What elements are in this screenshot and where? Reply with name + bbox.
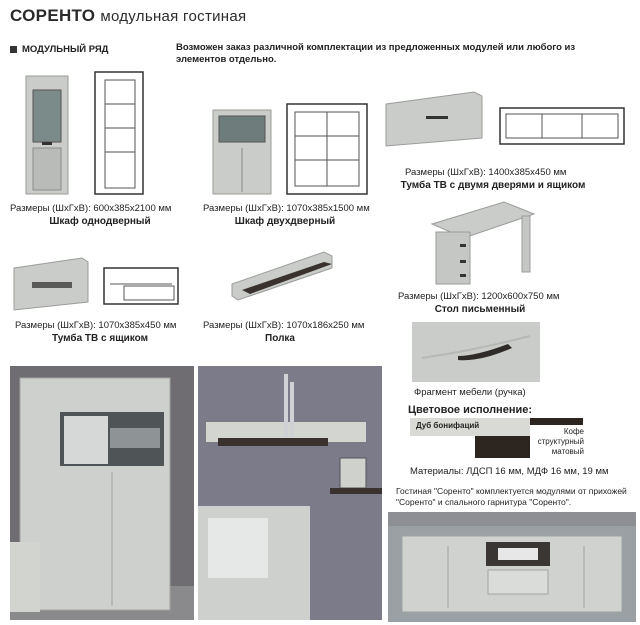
brand-title: СОРЕНТО [10, 6, 96, 25]
intro-text: Возможен заказ различной комплектации из… [176, 42, 576, 65]
color-heading: Цветовое исполнение: [408, 404, 533, 416]
square-bullet-icon [10, 46, 17, 53]
color-name-coffee: Кофе структурный матовый [530, 425, 588, 459]
item-dimensions: Размеры (ШхГхВ): 600х385х2100 мм [10, 203, 172, 214]
item-name: Шкаф однодверный [49, 216, 151, 227]
section-heading: МОДУЛЬНЫЙ РЯД [10, 44, 108, 55]
interior-photo-cabinet [10, 366, 194, 620]
set-note: Гостиная "Соренто" комплектуется модулям… [396, 486, 627, 507]
item-dimensions: Размеры (ШхГхВ): 1070х385х1500 мм [203, 203, 370, 214]
tv-stand-drawer-image [13, 257, 179, 311]
tv-stand-two-doors-image [385, 91, 625, 147]
item-dimensions: Размеры (ШхГхВ): 1070х385х450 мм [15, 320, 177, 331]
fragment-caption: Фрагмент мебели (ручка) [414, 387, 526, 398]
materials-text: Материалы: ЛДСП 16 мм, МДФ 16 мм, 19 мм [410, 466, 609, 477]
interior-photo-tv-stand [388, 512, 636, 622]
section-label: МОДУЛЬНЫЙ РЯД [22, 44, 109, 55]
item-dimensions: Размеры (ШхГхВ): 1070х186х250 мм [203, 320, 365, 331]
item-name: Полка [265, 333, 295, 344]
item-dimensions: Размеры (ШхГхВ): 1200х600х750 мм [398, 291, 560, 302]
item-name: Тумба ТВ с двумя дверями и ящиком [400, 180, 586, 191]
item-name: Шкаф двухдверный [234, 216, 336, 227]
item-name: Тумба ТВ с ящиком [51, 333, 149, 344]
color-swatch-oak: Дуб бонифаций [410, 418, 530, 436]
item-name: Стол письменный [434, 304, 526, 315]
item-dimensions: Размеры (ШхГхВ): 1400х385х450 мм [405, 167, 567, 178]
single-door-cabinet-image [25, 71, 144, 195]
handle-fragment-image [412, 322, 540, 382]
two-door-cabinet-image [212, 103, 368, 195]
interior-photo-shelf [198, 366, 382, 620]
wall-shelf-image [231, 251, 333, 301]
writing-desk-image [430, 201, 536, 285]
page-subtitle: модульная гостиная [100, 8, 247, 25]
